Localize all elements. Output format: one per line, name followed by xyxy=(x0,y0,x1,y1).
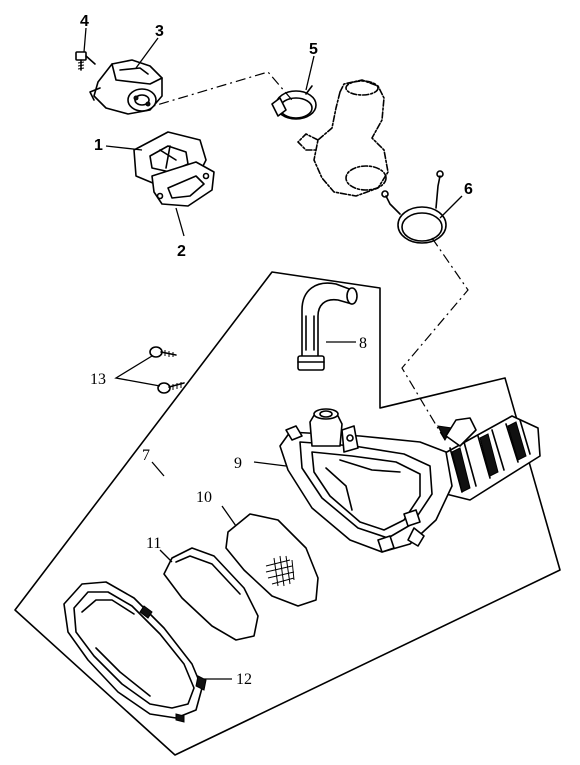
callout-5: 5 xyxy=(309,41,318,58)
callout-7: 7 xyxy=(142,447,150,464)
leader-line-4 xyxy=(83,27,87,53)
leader-line-9 xyxy=(253,461,287,467)
callout-6: 6 xyxy=(464,181,473,198)
callout-12: 12 xyxy=(236,671,252,688)
callout-13: 13 xyxy=(90,371,106,388)
mesh-pattern-icon xyxy=(265,555,295,587)
leader-line-10 xyxy=(221,505,237,527)
callout-1: 1 xyxy=(94,137,103,154)
air-filter-element-part xyxy=(225,513,319,607)
gasket-spacer-part xyxy=(133,131,215,207)
ring-clamp-part xyxy=(381,170,447,244)
bolt-part xyxy=(75,51,96,71)
carburetor-part xyxy=(89,59,163,115)
screw-part-lower xyxy=(157,382,185,394)
leader-line-6 xyxy=(439,195,463,219)
callout-4: 4 xyxy=(80,13,89,30)
callout-11: 11 xyxy=(146,535,161,552)
foam-element-part xyxy=(163,547,259,641)
leader-line-13 xyxy=(114,355,161,387)
callout-3: 3 xyxy=(155,23,164,40)
leader-line-3 xyxy=(135,37,159,69)
intake-duct-elbow-part xyxy=(297,79,389,197)
leader-line-11 xyxy=(159,549,173,563)
connector-dashed-line-a xyxy=(139,71,293,111)
callout-9: 9 xyxy=(234,455,242,472)
leader-line-5 xyxy=(305,55,315,91)
leader-line-1 xyxy=(105,145,143,151)
air-cleaner-cover-part xyxy=(63,581,207,723)
callout-8: 8 xyxy=(359,335,367,352)
callout-2: 2 xyxy=(177,243,186,260)
air-cleaner-case-part xyxy=(279,408,541,553)
hose-clamp-part xyxy=(271,85,317,120)
assembly-boundary-outline xyxy=(14,271,561,756)
connector-dashed-line-b xyxy=(401,237,469,441)
screw-part-upper xyxy=(149,346,177,358)
leader-line-2 xyxy=(175,207,185,237)
leader-line-7 xyxy=(151,461,165,477)
breather-tube-part xyxy=(297,282,358,371)
callout-10: 10 xyxy=(196,489,212,506)
